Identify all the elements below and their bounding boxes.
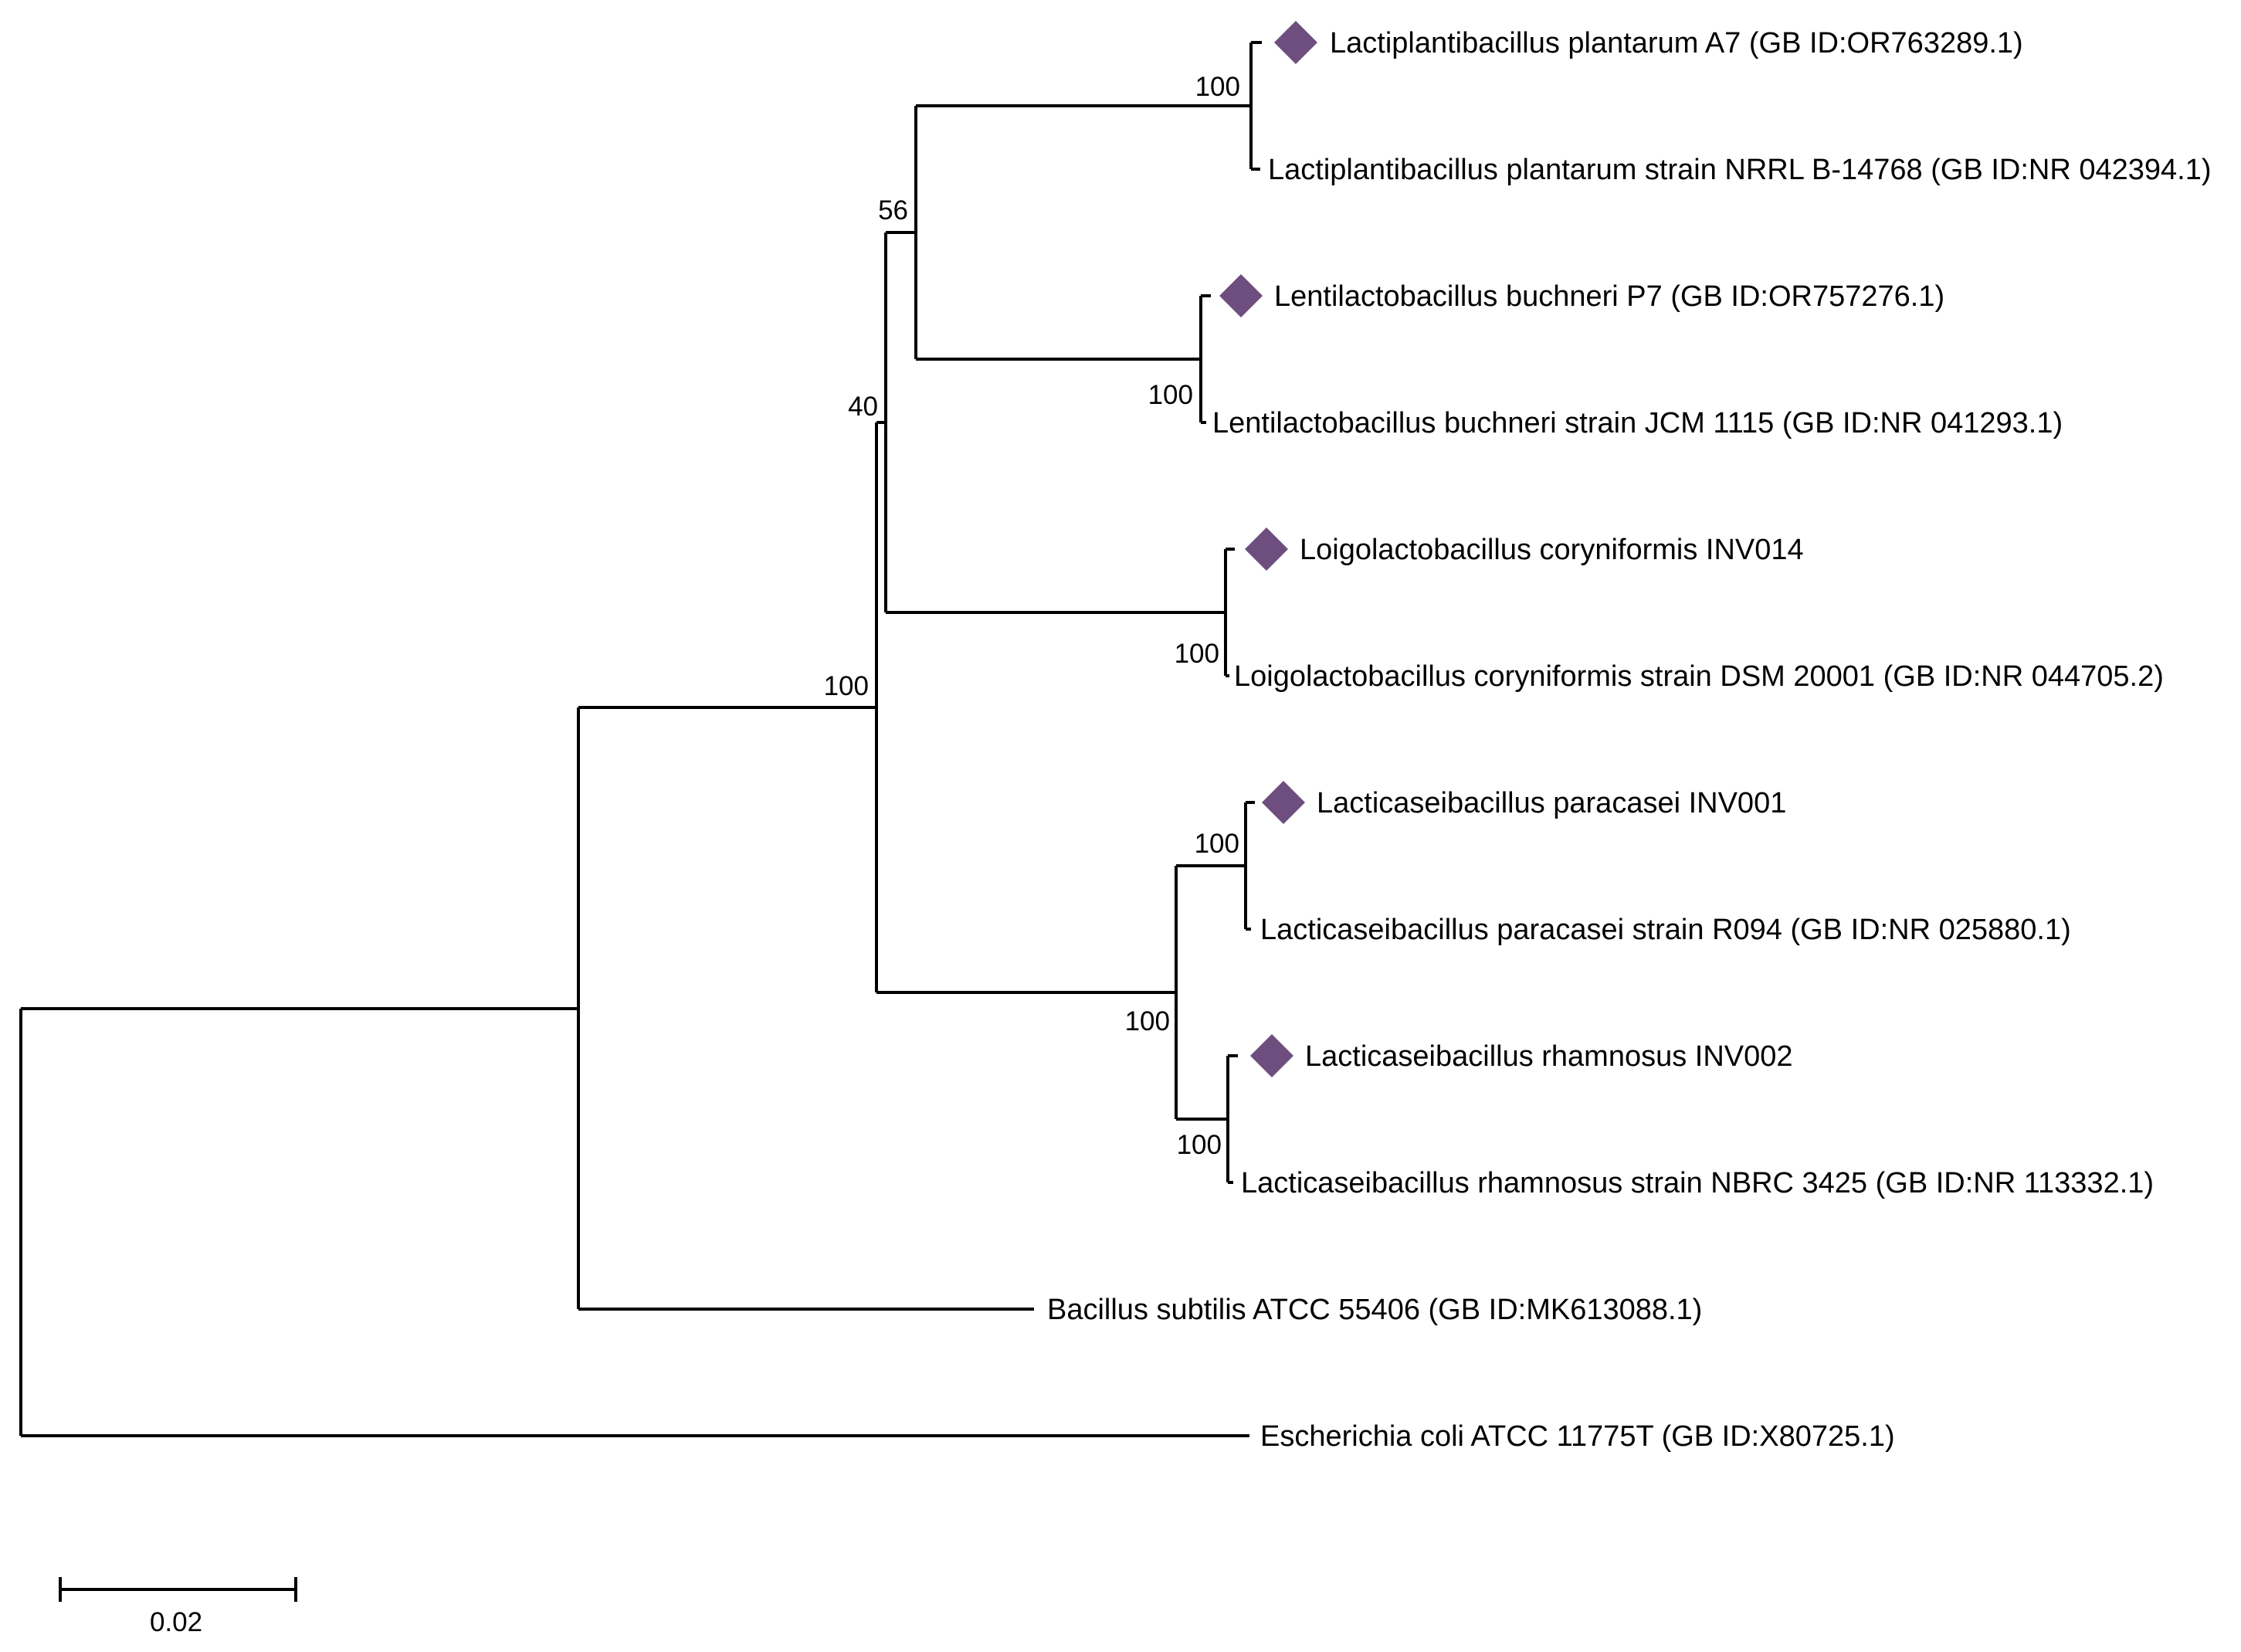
bootstrap-value: 100 (1177, 1130, 1222, 1160)
taxon-label: Loigolactobacillus coryniformis INV014 (1300, 534, 1804, 566)
scale-bar-line (59, 1577, 297, 1602)
plantarum-buchneri-branches (914, 41, 1262, 424)
lab-clade-branches (875, 231, 1226, 994)
taxon-label: Lacticaseibacillus paracasei strain R094… (1260, 914, 2071, 946)
bootstrap-value: 40 (848, 392, 878, 422)
casei-clade-branches (1175, 801, 1255, 1184)
taxon-label: Escherichia coli ATCC 11775T (GB ID:X807… (1260, 1420, 1895, 1453)
diamond-marker-icon (1274, 21, 1317, 64)
bootstrap-value: 100 (1195, 72, 1240, 102)
bootstrap-value: 100 (824, 671, 869, 701)
bootstrap-values: 100 56 100 40 100 100 100 100 100 (824, 72, 1240, 1160)
taxon-label: Lacticaseibacillus rhamnosus strain NBRC… (1241, 1167, 2154, 1199)
taxon-label: Bacillus subtilis ATCC 55406 (GB ID:MK61… (1047, 1294, 1702, 1326)
taxon-label: Lacticaseibacillus paracasei INV001 (1317, 787, 1786, 819)
diamond-marker-icon (1219, 274, 1263, 317)
bootstrap-value: 100 (1175, 639, 1219, 669)
taxon-labels: Lactiplantibacillus plantarum A7 (GB ID:… (1047, 27, 2212, 1453)
taxon-label: Loigolactobacillus coryniformis strain D… (1234, 660, 2164, 693)
diamond-marker-icon (1250, 1034, 1293, 1077)
diamond-marker-icon (1262, 781, 1305, 824)
isolate-markers (1219, 21, 1317, 1077)
root-and-outgroup-branches (19, 706, 1249, 1437)
tree-branches (19, 41, 1262, 1437)
diamond-marker-icon (1245, 527, 1288, 571)
scale-bar-label: 0.02 (150, 1607, 202, 1637)
bootstrap-value: 100 (1148, 380, 1193, 410)
taxon-label: Lactiplantibacillus plantarum A7 (GB ID:… (1330, 27, 2023, 59)
bootstrap-value: 56 (878, 195, 908, 226)
coryniformis-branches (1224, 548, 1235, 677)
taxon-label: Lentilactobacillus buchneri P7 (GB ID:OR… (1274, 280, 1944, 313)
taxon-label: Lactiplantibacillus plantarum strain NRR… (1268, 154, 2212, 186)
taxon-label: Lacticaseibacillus rhamnosus INV002 (1305, 1040, 1793, 1073)
taxon-label: Lentilactobacillus buchneri strain JCM 1… (1212, 407, 2063, 439)
bootstrap-value: 100 (1195, 829, 1239, 859)
scale-bar: 0.02 (59, 1577, 297, 1637)
bootstrap-value: 100 (1125, 1006, 1170, 1036)
